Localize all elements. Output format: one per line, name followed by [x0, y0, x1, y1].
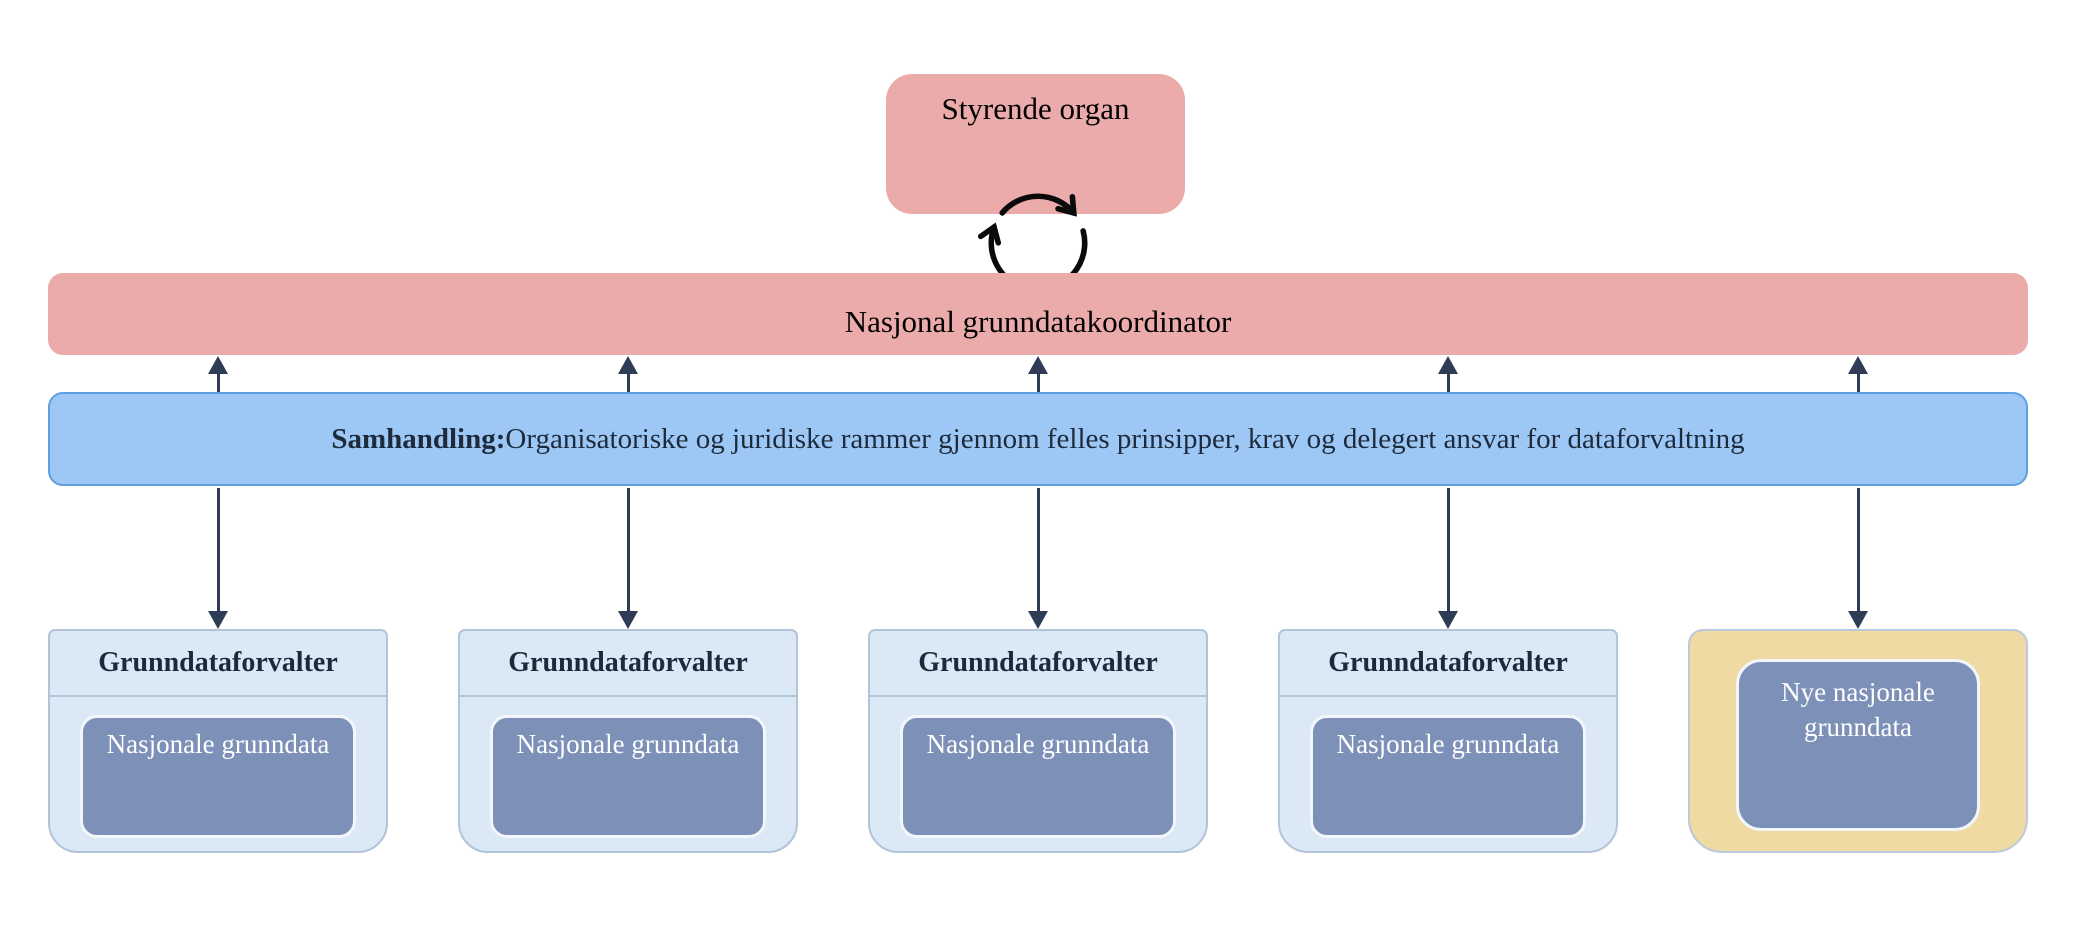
up-arrow-1	[208, 356, 228, 374]
up-arrow-3-line	[1036, 371, 1040, 392]
down-arrow-3	[1028, 611, 1048, 629]
manager-box-2-title: Grunndataforvalter	[460, 631, 796, 697]
manager-box-3: Grunndataforvalter Nasjonale grunndata	[868, 629, 1208, 853]
samhandling-bar-label: Organisatoriske og juridiske rammer gjen…	[505, 422, 1745, 455]
up-arrow-2	[618, 356, 638, 374]
nasjonale-grunndata-box-1: Nasjonale grunndata	[80, 715, 356, 838]
up-arrow-4-line	[1446, 371, 1450, 392]
manager-box-3-title: Grunndataforvalter	[870, 631, 1206, 697]
samhandling-bar-label-bold: Samhandling:	[331, 422, 506, 455]
down-arrow-5-line	[1856, 488, 1860, 613]
styrende-organ-box: Styrende organ	[886, 74, 1185, 214]
up-arrow-2-line	[626, 371, 630, 392]
nye-nasjonale-grunndata-label: Nye nasjonale grunndata	[1781, 677, 1935, 742]
samhandling-bar: Samhandling: Organisatoriske og juridisk…	[48, 392, 2028, 486]
down-arrow-4-line	[1446, 488, 1450, 613]
nasjonale-grunndata-label-4: Nasjonale grunndata	[1336, 729, 1560, 759]
manager-box-1: Grunndataforvalter Nasjonale grunndata	[48, 629, 388, 853]
down-arrow-2-line	[626, 488, 630, 613]
down-arrow-4	[1438, 611, 1458, 629]
nye-grunndata-box: Nye nasjonale grunndata	[1688, 629, 2028, 853]
manager-box-4: Grunndataforvalter Nasjonale grunndata	[1278, 629, 1618, 853]
up-arrow-5-line	[1856, 371, 1860, 392]
down-arrow-1	[208, 611, 228, 629]
nasjonale-grunndata-label-2: Nasjonale grunndata	[516, 729, 740, 759]
coordinator-bar-label: Nasjonal grunndatakoordinator	[844, 304, 1232, 339]
nasjonale-grunndata-label-3: Nasjonale grunndata	[926, 729, 1150, 759]
down-arrow-5	[1848, 611, 1868, 629]
down-arrow-2	[618, 611, 638, 629]
nasjonale-grunndata-label-1: Nasjonale grunndata	[106, 729, 330, 759]
down-arrow-1-line	[216, 488, 220, 613]
coordinator-bar: Nasjonal grunndatakoordinator	[48, 273, 2028, 355]
nasjonale-grunndata-box-2: Nasjonale grunndata	[490, 715, 766, 838]
manager-box-1-title: Grunndataforvalter	[50, 631, 386, 697]
manager-box-2: Grunndataforvalter Nasjonale grunndata	[458, 629, 798, 853]
nye-nasjonale-grunndata-box: Nye nasjonale grunndata	[1736, 659, 1980, 831]
up-arrow-4	[1438, 356, 1458, 374]
nasjonale-grunndata-box-3: Nasjonale grunndata	[900, 715, 1176, 838]
up-arrow-3	[1028, 356, 1048, 374]
styrende-organ-label: Styrende organ	[941, 91, 1130, 126]
up-arrow-1-line	[216, 371, 220, 392]
manager-box-4-title: Grunndataforvalter	[1280, 631, 1616, 697]
down-arrow-3-line	[1036, 488, 1040, 613]
nasjonale-grunndata-box-4: Nasjonale grunndata	[1310, 715, 1586, 838]
up-arrow-5	[1848, 356, 1868, 374]
